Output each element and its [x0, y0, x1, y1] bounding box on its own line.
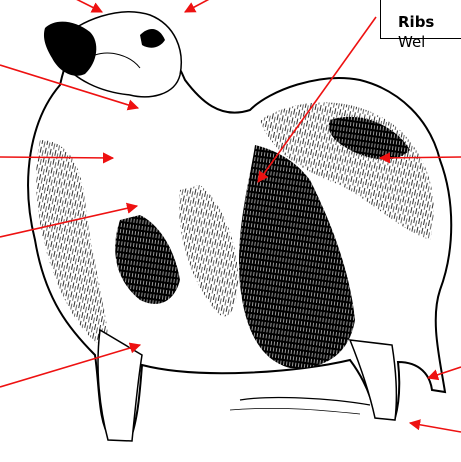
hind-foot-arrow	[410, 423, 461, 432]
ribs-callout: Ribs Wel	[398, 12, 434, 52]
chest-arrow	[0, 157, 113, 158]
ribs-callout-title: Ribs	[398, 12, 434, 32]
ribs-callout-text: Wel	[398, 32, 434, 52]
head-arrow-left	[70, 0, 102, 12]
head-arrow-right	[185, 0, 215, 12]
tail-arrow	[380, 157, 461, 158]
